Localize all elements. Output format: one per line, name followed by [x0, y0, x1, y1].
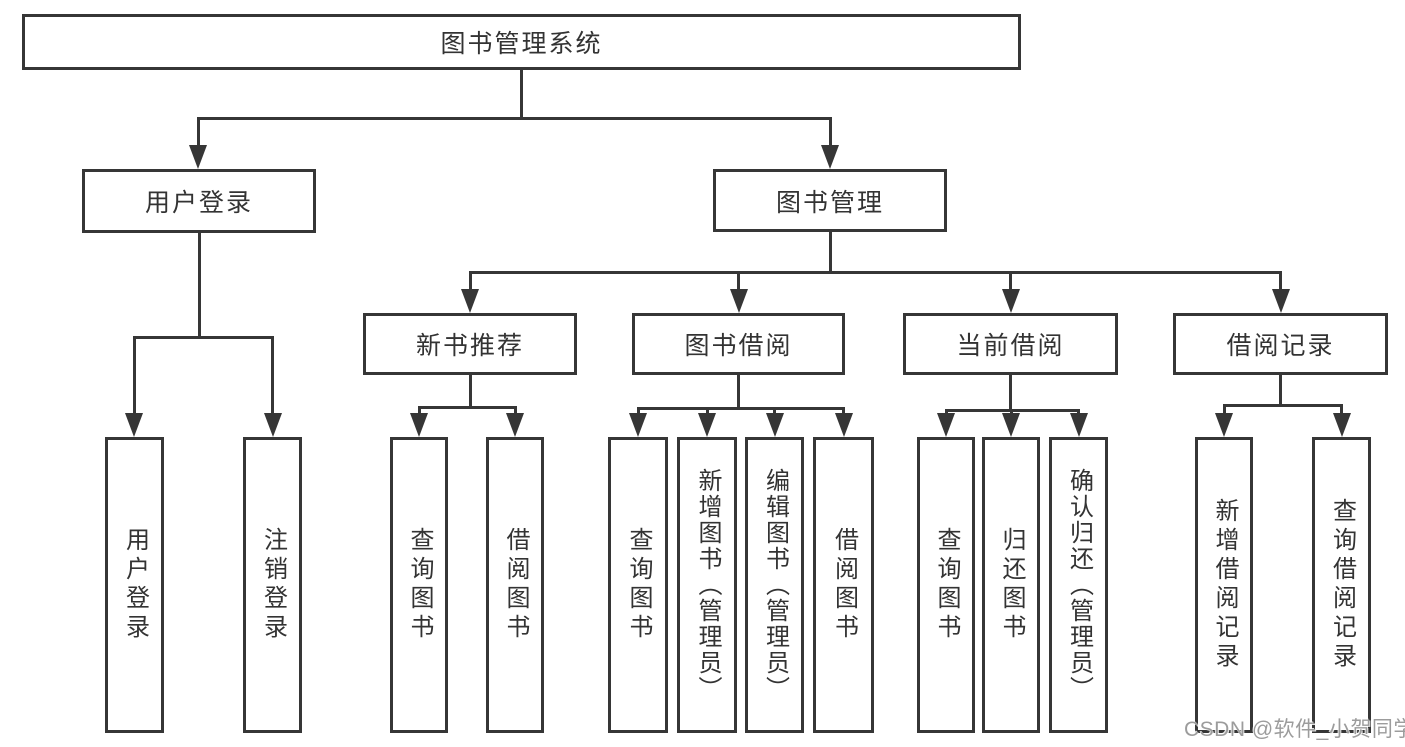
leaf-borrow-query-book: 查询图书 [608, 437, 668, 733]
node-current-borrow: 当前借阅 [903, 313, 1118, 375]
connector-vertical-line [468, 271, 472, 296]
node-root-label: 图书管理系统 [440, 30, 603, 58]
leaf-logout: 注销登录 [243, 437, 302, 733]
connector-vertical-line [197, 232, 201, 339]
connector-horizontal-line [132, 335, 274, 339]
leaf-recommend-borrow-book: 借阅图书 [486, 437, 544, 733]
leaf-borrow-add-book: 新增图书（管理员） [677, 437, 737, 733]
leaf-current-query-book: 查询图书 [917, 437, 975, 733]
leaf-borrow-borrow-book: 借阅图书 [813, 437, 874, 733]
connector-vertical-line [1279, 374, 1282, 407]
arrowhead-down-icon [461, 289, 479, 313]
leaf-recommend-query-book-label: 查询图书 [406, 527, 433, 643]
leaf-record-add-record-label: 新增借阅记录 [1211, 498, 1238, 672]
arrowhead-down-icon [189, 145, 207, 169]
leaf-recommend-query-book: 查询图书 [390, 437, 448, 733]
connector-vertical-line [1009, 374, 1012, 412]
leaf-current-confirm-return-label: 确认归还（管理员） [1065, 468, 1093, 702]
connector-vertical-line [1279, 271, 1282, 296]
leaf-record-query-record: 查询借阅记录 [1312, 437, 1371, 733]
leaf-logout-label: 注销登录 [259, 527, 287, 643]
leaf-current-return-book: 归还图书 [982, 437, 1040, 733]
leaf-borrow-add-book-label: 新增图书（管理员） [694, 468, 721, 702]
leaf-borrow-edit-book-label: 编辑图书（管理员） [761, 468, 789, 702]
connector-horizontal-line [636, 406, 845, 410]
node-root: 图书管理系统 [22, 14, 1021, 70]
leaf-borrow-query-book-label: 查询图书 [625, 527, 652, 643]
node-book-management-branch-label: 图书管理 [775, 188, 884, 217]
node-current-borrow-label: 当前借阅 [956, 332, 1065, 360]
connector-horizontal-line [1222, 403, 1343, 407]
node-user-login-branch: 用户登录 [82, 169, 316, 233]
node-new-book-recommend: 新书推荐 [363, 313, 577, 375]
arrowhead-down-icon [729, 289, 748, 313]
node-new-book-recommend-label: 新书推荐 [415, 332, 524, 360]
connector-vertical-line [1222, 404, 1226, 420]
node-book-borrow-label: 图书借阅 [684, 332, 793, 360]
connector-vertical-line [468, 374, 472, 409]
connector-vertical-line [1009, 271, 1012, 296]
arrowhead-down-icon [937, 413, 955, 437]
node-book-management-branch: 图书管理 [713, 169, 947, 232]
connector-vertical-line [737, 271, 740, 296]
connector-vertical-line [132, 336, 136, 420]
connector-vertical-line [828, 117, 832, 152]
arrowhead-down-icon [410, 413, 428, 437]
arrowhead-down-icon [1332, 413, 1351, 437]
arrowhead-down-icon [1271, 289, 1290, 313]
leaf-borrow-borrow-book-label: 借阅图书 [830, 527, 858, 643]
connector-vertical-line [737, 374, 740, 410]
arrowhead-down-icon [834, 413, 853, 437]
connector-vertical-line [828, 231, 832, 274]
leaf-user-login-label: 用户登录 [121, 527, 149, 643]
leaf-user-login: 用户登录 [105, 437, 164, 733]
node-user-login-branch-label: 用户登录 [144, 189, 253, 217]
arrowhead-down-icon [765, 413, 784, 437]
connector-horizontal-line [417, 405, 517, 409]
arrowhead-down-icon [629, 413, 647, 437]
leaf-current-return-book-label: 归还图书 [998, 527, 1025, 643]
connector-horizontal-line [944, 408, 1080, 412]
leaf-record-query-record-label: 查询借阅记录 [1328, 498, 1356, 672]
arrowhead-down-icon [821, 145, 839, 169]
connector-vertical-line [520, 69, 523, 120]
node-book-borrow: 图书借阅 [632, 313, 845, 375]
arrowhead-down-icon [1001, 289, 1020, 313]
connector-horizontal-line [196, 116, 832, 120]
connector-vertical-line [271, 336, 274, 420]
leaf-current-confirm-return: 确认归还（管理员） [1049, 437, 1108, 733]
connector-horizontal-line [468, 270, 1282, 274]
connector-vertical-line [196, 117, 200, 152]
leaf-borrow-edit-book: 编辑图书（管理员） [745, 437, 804, 733]
arrowhead-down-icon [506, 413, 524, 437]
leaf-current-query-book-label: 查询图书 [933, 527, 960, 643]
arrowhead-down-icon [1069, 413, 1088, 437]
node-borrow-record-label: 借阅记录 [1226, 332, 1335, 360]
arrowhead-down-icon [263, 413, 282, 437]
node-borrow-record: 借阅记录 [1173, 313, 1388, 375]
watermark: CSDN @软件_小贺同学 [1184, 718, 1405, 741]
leaf-record-add-record: 新增借阅记录 [1195, 437, 1253, 733]
arrowhead-down-icon [1002, 413, 1020, 437]
arrowhead-down-icon [125, 413, 143, 437]
arrowhead-down-icon [698, 413, 716, 437]
connector-vertical-line [1340, 404, 1343, 420]
leaf-recommend-borrow-book-label: 借阅图书 [502, 527, 529, 643]
arrowhead-down-icon [1215, 413, 1233, 437]
